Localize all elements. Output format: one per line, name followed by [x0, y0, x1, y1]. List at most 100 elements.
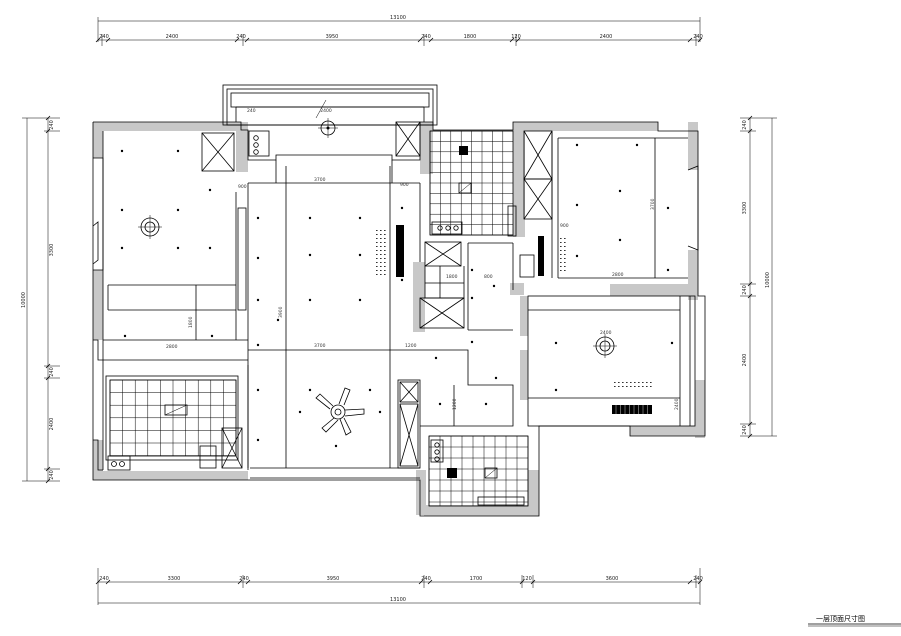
strip-light-dot: [376, 262, 378, 263]
strip-light-dot: [384, 230, 386, 231]
label-center-lower: 3700: [314, 343, 326, 349]
left-seg-2: 3300: [49, 244, 55, 257]
stair-core: 1800 800 1200 1200: [405, 241, 514, 427]
strip-light-dot: [564, 262, 566, 263]
strip-light-dot: [380, 270, 382, 271]
strip-light-dot: [642, 386, 644, 387]
strip-light-dot: [380, 262, 382, 263]
left-seg-5: 240: [49, 470, 55, 480]
bottom-seg-2: 3300: [168, 576, 181, 582]
top-balcony: 240 2400: [222, 84, 438, 138]
label-left-mid: 1800: [188, 316, 194, 328]
strip-light-dot: [626, 382, 628, 383]
living-room-ceiling: 3700 3900 3700 900: [256, 177, 409, 448]
top-seg-6: 1800: [464, 34, 477, 40]
label-bedroom2-w: 2400: [600, 330, 612, 336]
top-seg-7: 120: [511, 34, 521, 40]
strip-light-dot: [376, 274, 378, 275]
top-seg-9: 240: [693, 34, 703, 40]
label-bedroom1-h: 3700: [650, 198, 656, 210]
strip-light-dot: [384, 254, 386, 255]
right-seg-5: 240: [742, 425, 748, 435]
right-dimension-chain: 10000 240 3300 240 2400 240: [740, 115, 777, 439]
strip-light-dot: [614, 382, 616, 383]
strip-light-dot: [376, 266, 378, 267]
strip-light-dot: [622, 386, 624, 387]
bottom-seg-7: 120: [522, 576, 532, 582]
right-seg-3: 240: [742, 285, 748, 295]
label-right-door: 900: [560, 223, 569, 229]
strip-light-dot: [646, 386, 648, 387]
strip-light-dot: [614, 386, 616, 387]
label-corridor: 900: [238, 184, 247, 190]
balcony-dim-width: 2400: [320, 108, 332, 114]
top-seg-1: 240: [99, 34, 109, 40]
strip-light-dot: [380, 274, 382, 275]
strip-light-dot: [564, 246, 566, 247]
label-bedroom1-w: 2800: [612, 272, 624, 278]
drawing-title-block: 一层顶面尺寸图: [808, 614, 901, 627]
strip-light-dot: [634, 382, 636, 383]
strip-light-dot: [618, 382, 620, 383]
balcony-dim-left: 240: [247, 108, 256, 114]
strip-light-dot: [564, 266, 566, 267]
lamp-dot: [120, 149, 124, 153]
strip-light-dot: [560, 254, 562, 255]
strip-light-dot: [384, 250, 386, 251]
strip-light-dot: [380, 234, 382, 235]
strip-light-dot: [384, 246, 386, 247]
label-living-width: 3700: [314, 177, 326, 183]
strip-light-dot: [564, 258, 566, 259]
upper-bathroom-tiles: [429, 130, 517, 237]
strip-light-dot: [376, 270, 378, 271]
label-stair-a: 900: [400, 182, 409, 188]
left-seg-4: 2400: [49, 418, 55, 431]
strip-light-dot: [380, 266, 382, 267]
bottom-seg-4: 3950: [327, 576, 340, 582]
strip-light-dot: [376, 250, 378, 251]
strip-light-dot: [376, 230, 378, 231]
strip-light-dot: [560, 242, 562, 243]
strip-light-dot: [380, 254, 382, 255]
bottom-total-dim: 13100: [390, 597, 406, 603]
strip-light-dot: [384, 242, 386, 243]
strip-light-dot: [634, 386, 636, 387]
left-seg-1: 240: [49, 120, 55, 130]
strip-light-dot: [630, 382, 632, 383]
top-seg-3: 240: [236, 34, 246, 40]
strip-light-dot: [384, 266, 386, 267]
bottom-ticks: [95, 579, 703, 585]
strip-light-dot: [376, 242, 378, 243]
strip-light-dot: [380, 242, 382, 243]
strip-light-dot: [630, 386, 632, 387]
strip-light-dot: [380, 246, 382, 247]
strip-light-dot: [376, 258, 378, 259]
right-upper-bedroom: 2800 3700 900: [519, 130, 699, 279]
top-seg-4: 3950: [326, 34, 339, 40]
strip-light-dot: [626, 386, 628, 387]
strip-light-dot: [560, 258, 562, 259]
bottom-dimension-chain: 240 3300 240 3950 240 1700 120 3600 240 …: [95, 568, 703, 605]
bottom-seg-6: 1700: [470, 576, 483, 582]
right-seg-1: 240: [742, 120, 748, 130]
strip-light-dot: [638, 382, 640, 383]
strip-light-dot: [564, 238, 566, 239]
label-bedroom2-h: 2400: [674, 398, 680, 410]
bottom-seg-3: 240: [239, 576, 249, 582]
label-living-height: 3900: [278, 306, 284, 318]
strip-light-dot: [560, 270, 562, 271]
strip-light-dot: [638, 386, 640, 387]
ceiling-fan-icon: [315, 387, 365, 436]
strip-light-dot: [380, 230, 382, 231]
strip-light-dot: [384, 262, 386, 263]
strip-light-dot: [380, 258, 382, 259]
label-small-b: 1200: [405, 343, 417, 349]
top-ticks: [95, 37, 703, 43]
label-bath-mid: 1200: [452, 398, 458, 410]
strip-light-dot: [376, 254, 378, 255]
strip-light-dot: [646, 382, 648, 383]
top-seg-5: 240: [421, 34, 431, 40]
strip-light-dot: [376, 238, 378, 239]
strip-light-dot: [380, 250, 382, 251]
drawing-title: 一层顶面尺寸图: [816, 614, 865, 623]
